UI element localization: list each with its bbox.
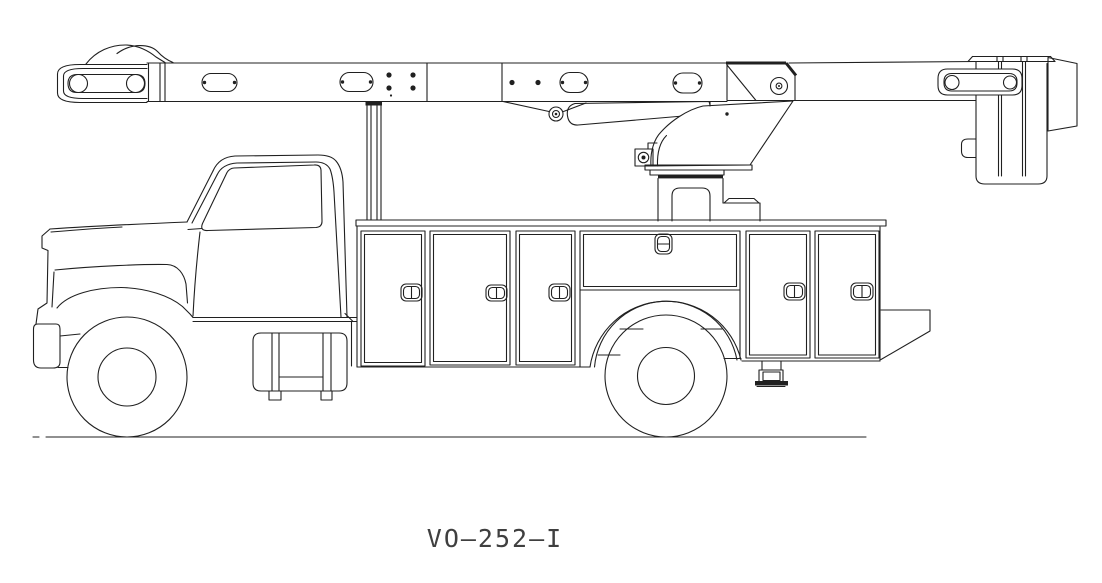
winch-rope xyxy=(85,44,174,65)
door-window xyxy=(201,164,323,232)
platform-bucket xyxy=(937,55,1078,185)
body-top-rail xyxy=(355,219,887,227)
drawing-number-label: VO–252–I xyxy=(426,524,564,553)
compartment-door-2 xyxy=(429,230,511,366)
boom-tip-sheave xyxy=(56,63,148,104)
truck-cab xyxy=(32,154,358,369)
compartment-door-3 xyxy=(515,230,576,366)
front-bumper xyxy=(32,323,61,369)
compartment-door-1 xyxy=(360,230,426,367)
lift-cylinder xyxy=(502,100,714,126)
compartment-door-4 xyxy=(745,230,811,359)
rear-wheel-arch xyxy=(589,300,742,368)
utility-body xyxy=(355,219,931,388)
rear-step xyxy=(880,309,931,361)
outrigger-jack xyxy=(755,360,788,388)
door-handle xyxy=(654,233,673,255)
rear-wheel xyxy=(604,314,728,438)
fuel-tank xyxy=(252,332,348,401)
turret xyxy=(634,100,794,167)
horizontal-compartment xyxy=(579,230,741,291)
bucket-outline xyxy=(975,61,1048,185)
door-handle xyxy=(400,283,423,302)
bucket-side-panel xyxy=(1047,56,1078,132)
door-gap xyxy=(192,231,201,317)
a-pillar xyxy=(186,170,214,223)
slew-bearing xyxy=(658,175,723,179)
boom-pivot xyxy=(726,61,798,102)
door-handle xyxy=(485,284,508,302)
pivot-pin xyxy=(769,76,789,96)
front-wheel xyxy=(66,316,188,438)
hood-front xyxy=(35,228,51,325)
fender-crease xyxy=(54,263,189,304)
bucket-tab xyxy=(960,138,977,159)
hood-line xyxy=(49,221,188,230)
bucket-mount-plates xyxy=(967,55,1056,63)
roof-line xyxy=(212,154,348,318)
boom-end-sheave-housing xyxy=(937,68,1023,96)
door-handle xyxy=(548,283,571,302)
lower-boom xyxy=(56,44,728,104)
boom-bolts xyxy=(386,72,541,97)
grease-fitting-box xyxy=(634,148,654,167)
door-handle xyxy=(783,282,806,301)
rotation-pedestal xyxy=(644,164,761,222)
sheave-pulley xyxy=(548,106,564,122)
upper-boom xyxy=(788,60,977,102)
boom-slots xyxy=(201,71,703,94)
door-handle xyxy=(850,282,874,301)
front-wheel-arch xyxy=(56,286,194,319)
compartment-door-5 xyxy=(814,230,880,359)
boom-rest-post xyxy=(365,101,382,221)
